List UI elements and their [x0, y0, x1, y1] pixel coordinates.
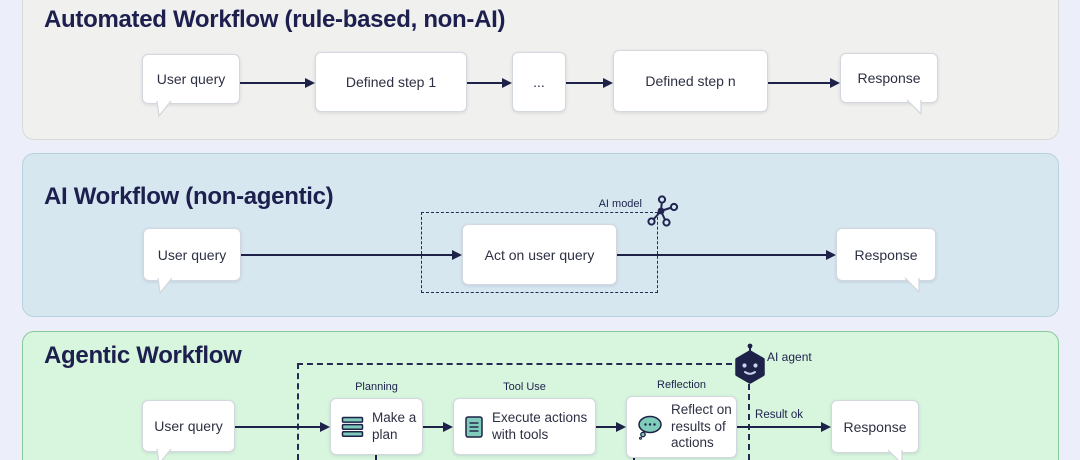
node-make-a-plan: Make a plan	[330, 398, 423, 455]
reflection-label: Reflection	[657, 379, 706, 391]
arrow	[768, 78, 840, 88]
speech-tail-icon	[887, 449, 903, 460]
document-icon	[465, 415, 483, 438]
ai-agent-boundary-right	[748, 384, 750, 460]
stack-icon	[341, 416, 364, 437]
node-label: Response	[854, 246, 918, 263]
planning-label: Planning	[355, 381, 398, 393]
node-user-query: User query	[142, 400, 235, 460]
node-response: Response	[840, 53, 938, 115]
panel2-title: AI Workflow (non-agentic)	[44, 183, 334, 210]
node-defined-step-1: Defined step 1	[315, 52, 467, 112]
node-label: User query	[156, 71, 226, 87]
ai-agent-label: AI agent	[767, 350, 812, 364]
node-label: Act on user query	[484, 246, 595, 263]
node-user-query: User query	[142, 54, 240, 117]
speech-tail-icon	[156, 448, 172, 460]
node-act-on-user-query: Act on user query	[462, 224, 617, 285]
loop-line-stub	[633, 458, 635, 460]
arrow	[566, 78, 613, 88]
node-label: Defined step n	[645, 73, 736, 89]
node-label: Reflect on results of actions	[671, 402, 732, 451]
panel3-title: Agentic Workflow	[44, 342, 242, 369]
panel1-title: Automated Workflow (rule-based, non-AI)	[44, 6, 506, 33]
arrow	[235, 422, 330, 432]
node-ellipsis: ...	[512, 52, 566, 112]
node-label: ...	[533, 74, 545, 90]
loop-line-stub	[375, 455, 377, 460]
node-response: Response	[836, 228, 936, 293]
robot-icon	[735, 343, 765, 384]
node-response: Response	[831, 400, 919, 460]
node-label: Response	[843, 418, 907, 435]
speech-tail-icon	[157, 277, 173, 294]
thought-bubble-icon	[638, 415, 662, 440]
ai-model-label: AI model	[598, 198, 642, 210]
result-ok-label: Result ok	[755, 409, 803, 421]
speech-tail-icon	[156, 100, 172, 117]
node-label: Execute actions with tools	[492, 410, 588, 442]
ai-agent-boundary-top	[297, 363, 732, 365]
node-label: Defined step 1	[345, 74, 437, 90]
ai-model-boundary	[421, 212, 658, 293]
node-label: User query	[157, 246, 227, 263]
speech-tail-icon	[906, 99, 922, 115]
node-reflect: Reflect on results of actions	[626, 396, 737, 458]
arrow	[240, 78, 315, 88]
node-label: Make a plan	[372, 410, 417, 442]
ai-agent-boundary-left	[297, 363, 299, 460]
node-defined-step-n: Defined step n	[613, 50, 768, 112]
arrow	[617, 250, 836, 260]
arrow	[241, 250, 462, 260]
arrow	[467, 78, 512, 88]
arrow	[596, 422, 626, 432]
network-icon	[647, 195, 679, 227]
node-label: Response	[857, 70, 921, 86]
tool-use-label: Tool Use	[503, 381, 546, 393]
node-label: User query	[154, 418, 223, 434]
node-user-query: User query	[143, 228, 241, 294]
arrow	[423, 422, 453, 432]
node-execute-actions: Execute actions with tools	[453, 398, 596, 455]
speech-tail-icon	[904, 277, 920, 293]
arrow	[737, 422, 831, 432]
